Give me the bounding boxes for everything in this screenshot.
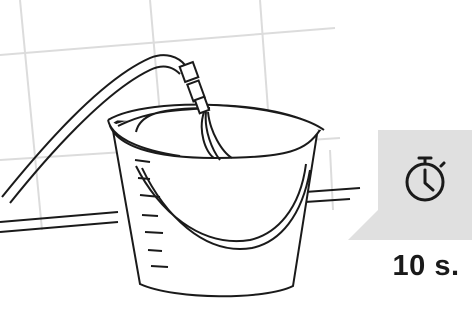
bucket (108, 105, 324, 297)
duration-label: 10 s. (380, 250, 472, 283)
